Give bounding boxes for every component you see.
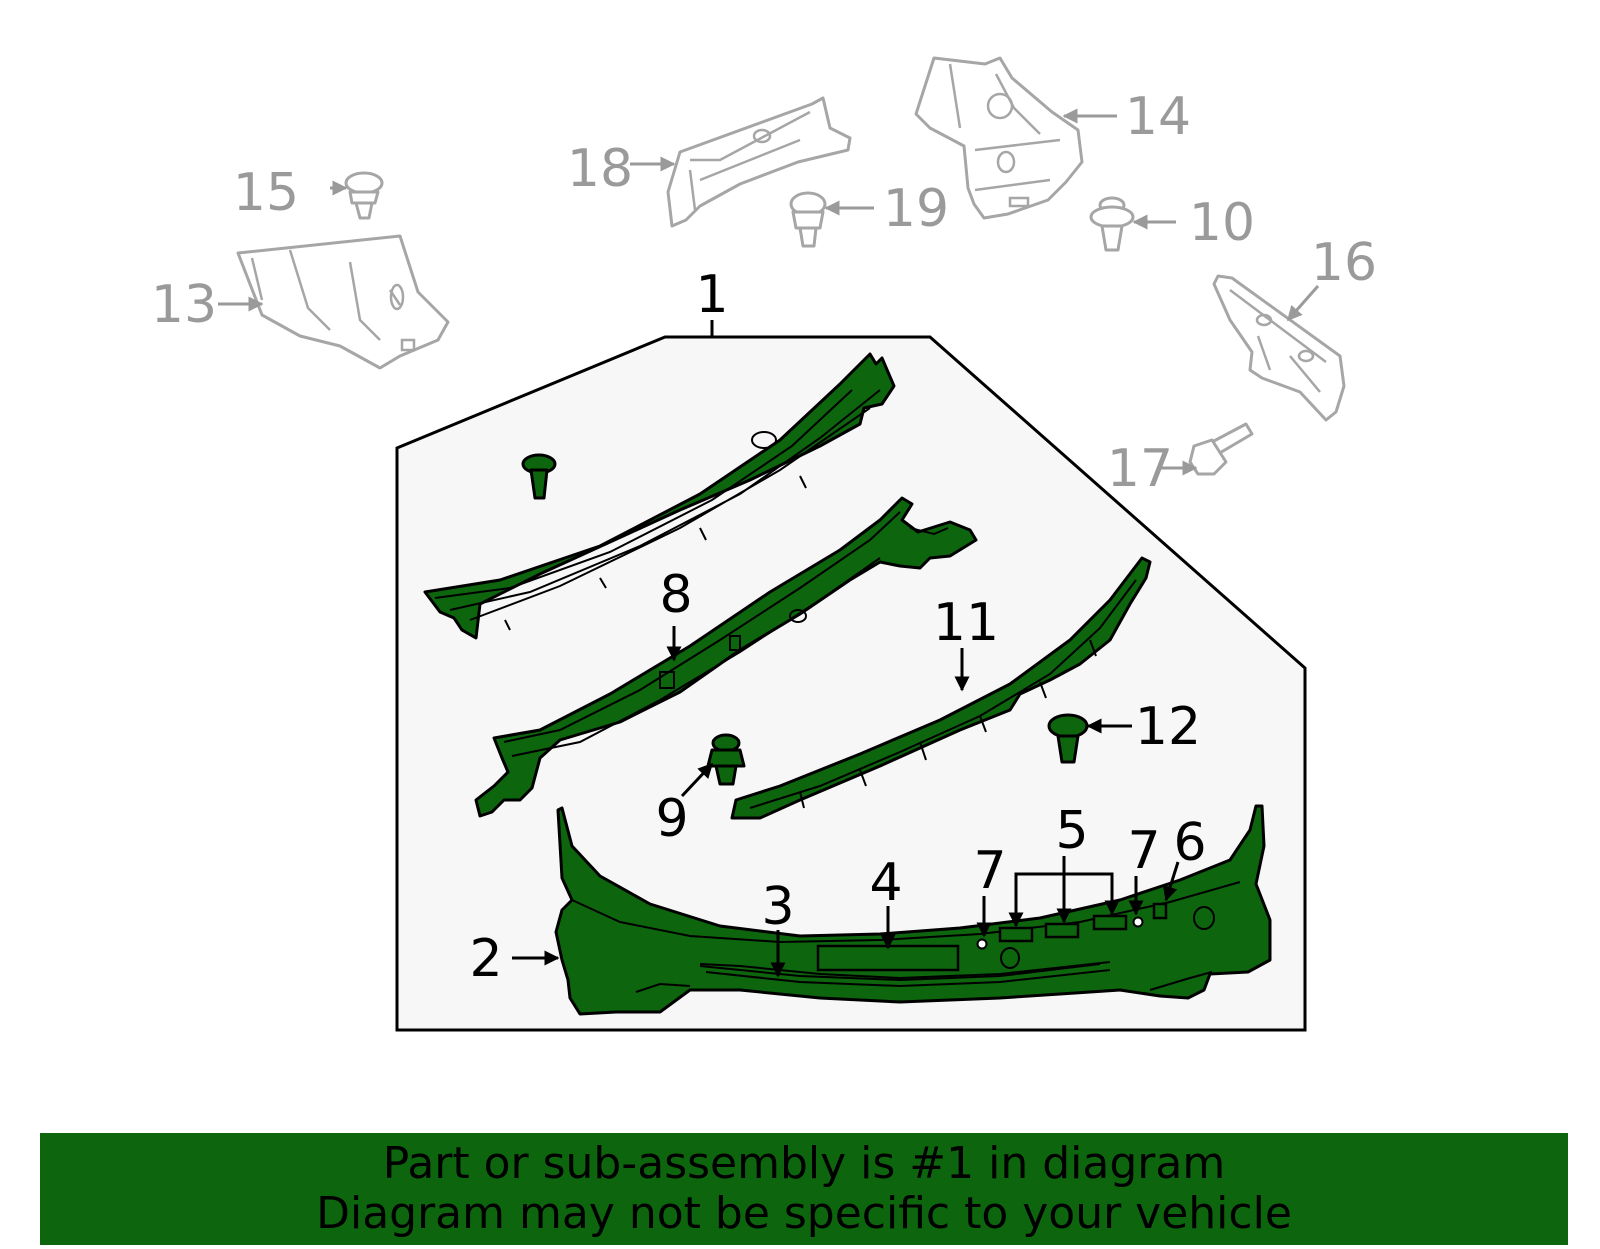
callout-19: 19	[883, 179, 949, 239]
part-bolt-top	[521, 453, 557, 500]
part-5-grommet	[998, 926, 1034, 943]
part-13-bracket	[236, 234, 450, 370]
part-9-clip	[706, 733, 746, 786]
part-3-strip	[699, 961, 1111, 988]
part-5-grommet	[1044, 922, 1080, 939]
part-15-clip	[344, 171, 384, 220]
callout-7b: 7	[1127, 821, 1160, 881]
callout-15: 15	[233, 163, 299, 223]
part-17-bolt	[1188, 422, 1254, 476]
callout-6: 6	[1173, 813, 1206, 873]
callout-12: 12	[1135, 697, 1201, 757]
part-5-grommet	[1092, 914, 1128, 931]
part-6-plug	[1152, 902, 1168, 920]
banner-line-2: Diagram may not be specific to your vehi…	[316, 1188, 1292, 1239]
part-7-plug	[1132, 916, 1144, 928]
callout-9: 9	[655, 789, 688, 849]
callout-1: 1	[695, 265, 728, 325]
part-19-clip	[789, 191, 827, 248]
part-8-cowl-inner	[474, 496, 978, 818]
callout-labels: 1 2 3 4 5 6 7 7 8 9 11 12 10 13 14 15 16…	[151, 87, 1377, 989]
callout-2: 2	[469, 929, 502, 989]
assembly-panel	[395, 335, 1307, 1032]
part-10-clip	[1089, 196, 1135, 252]
callout-13: 13	[151, 275, 217, 335]
part-4-plate	[816, 944, 960, 972]
part-11-seal	[730, 556, 1152, 820]
callout-11: 11	[933, 593, 999, 653]
callout-18: 18	[567, 139, 633, 199]
callout-10: 10	[1189, 193, 1255, 253]
leader-lines	[218, 108, 1320, 978]
callout-17: 17	[1107, 439, 1173, 499]
callout-3: 3	[761, 877, 794, 937]
callout-14: 14	[1125, 87, 1191, 147]
callout-16: 16	[1311, 233, 1377, 293]
banner-line-1: Part or sub-assembly is #1 in diagram	[382, 1138, 1226, 1189]
part-2-cowl-panel	[554, 804, 1272, 1016]
callout-8: 8	[659, 565, 692, 625]
part-18-bracket	[666, 96, 852, 228]
part-cowl-top-panel	[423, 352, 896, 640]
callout-4: 4	[869, 853, 902, 913]
part-16-reinforcement	[1212, 274, 1346, 422]
info-banner: Part or sub-assembly is #1 in diagram Di…	[40, 1133, 1568, 1245]
part-14-bracket	[914, 56, 1084, 220]
callout-7a: 7	[973, 841, 1006, 901]
callout-5: 5	[1055, 801, 1088, 861]
part-7-plug	[976, 938, 988, 950]
